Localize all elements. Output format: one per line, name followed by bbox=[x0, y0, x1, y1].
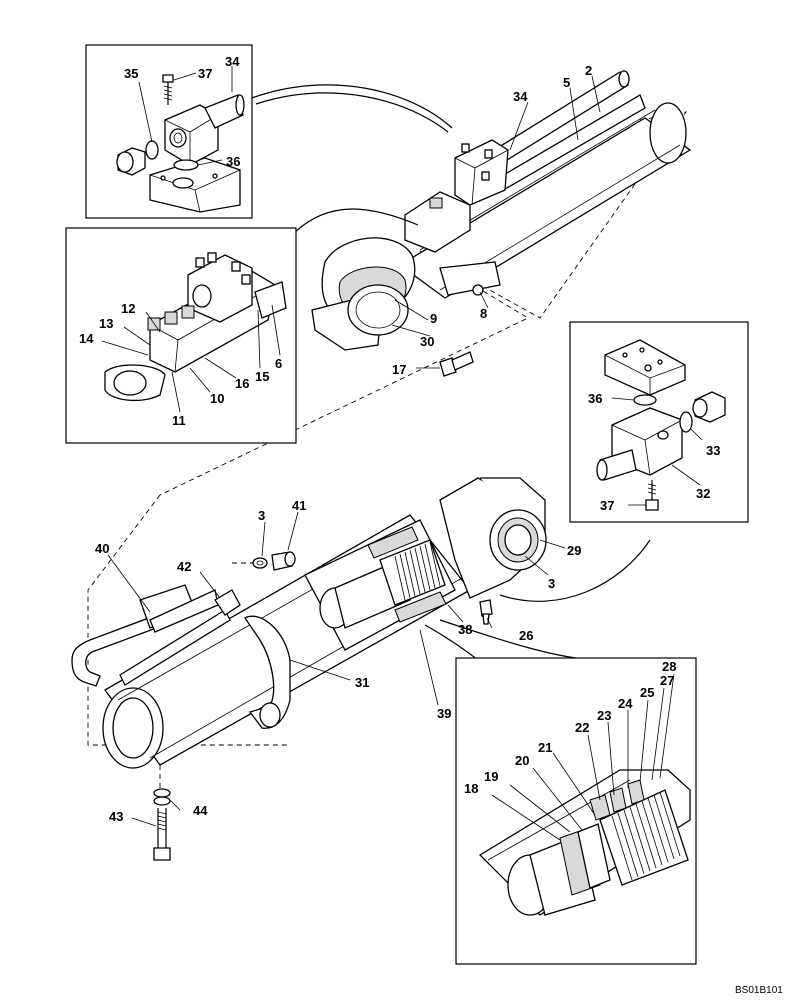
callout-8: 8 bbox=[480, 306, 487, 321]
callout-28: 28 bbox=[662, 659, 676, 674]
callout-13: 13 bbox=[99, 316, 113, 331]
upper-cylinder-assembly: 34 5 2 9 8 30 17 bbox=[159, 63, 692, 496]
callout-39: 31 bbox=[355, 675, 369, 690]
callout-36-right: 36 bbox=[588, 391, 602, 406]
callout-22: 22 bbox=[575, 720, 589, 735]
callout-37: 37 bbox=[198, 66, 212, 81]
callout-32-right: 32 bbox=[696, 486, 710, 501]
callout-36: 36 bbox=[226, 154, 240, 169]
callout-9: 10 bbox=[210, 391, 224, 406]
callout-2: 2 bbox=[585, 63, 592, 78]
callout-23: 23 bbox=[597, 708, 611, 723]
callout-35: 35 bbox=[124, 66, 138, 81]
callout-16: 15 bbox=[255, 369, 269, 384]
callout-27: 27 bbox=[660, 673, 674, 688]
callout-20: 20 bbox=[515, 753, 529, 768]
callout-44: 44 bbox=[193, 803, 208, 818]
callout-5: 5 bbox=[563, 75, 570, 90]
reference-code: BS01B101 bbox=[735, 985, 783, 996]
callout-6: 9 bbox=[430, 311, 437, 326]
callout-24: 24 bbox=[618, 696, 633, 711]
callout-10: 16 bbox=[235, 376, 249, 391]
callout-31: 26 bbox=[519, 628, 533, 643]
callout-34-main: 34 bbox=[513, 89, 528, 104]
callout-17: 17 bbox=[392, 362, 406, 377]
callout-41: 3 bbox=[258, 508, 265, 523]
callout-38: 42 bbox=[177, 559, 191, 574]
callout-26: 38 bbox=[458, 622, 472, 637]
callout-34: 34 bbox=[225, 54, 240, 69]
callout-40: 41 bbox=[292, 498, 306, 513]
callout-11: 11 bbox=[172, 413, 186, 428]
callout-30: 30 bbox=[420, 334, 434, 349]
callout-32-lower: 39 bbox=[437, 706, 451, 721]
inset-valve-block-detail: 35 37 34 36 bbox=[85, 44, 253, 219]
callout-18: 18 bbox=[464, 781, 478, 796]
callout-14: 14 bbox=[79, 331, 94, 346]
callout-3-visible: 3 bbox=[548, 576, 555, 591]
callout-37-right: 37 bbox=[600, 498, 614, 513]
callout-15: 6 bbox=[275, 356, 282, 371]
lower-cylinder-assembly: 40 42 3 41 38 26 31 39 29 3 3 bbox=[71, 477, 581, 788]
callout-19: 19 bbox=[484, 769, 498, 784]
callout-29: 29 bbox=[567, 543, 581, 558]
callout-21: 21 bbox=[538, 740, 552, 755]
bolt-washer-detail: 44 43 bbox=[109, 788, 208, 861]
callout-25: 25 bbox=[640, 685, 654, 700]
inset-rod-block-detail: 12 13 14 11 10 16 15 6 bbox=[65, 227, 297, 444]
inset-head-block-detail: 36 33 32 37 bbox=[569, 321, 749, 523]
callout-12: 12 bbox=[121, 301, 135, 316]
callout-42: 40 bbox=[95, 541, 109, 556]
inset-piston-seal-detail: 18 19 20 21 22 23 24 25 27 28 bbox=[455, 657, 697, 965]
callout-33: 33 bbox=[706, 443, 720, 458]
callout-43: 43 bbox=[109, 809, 123, 824]
